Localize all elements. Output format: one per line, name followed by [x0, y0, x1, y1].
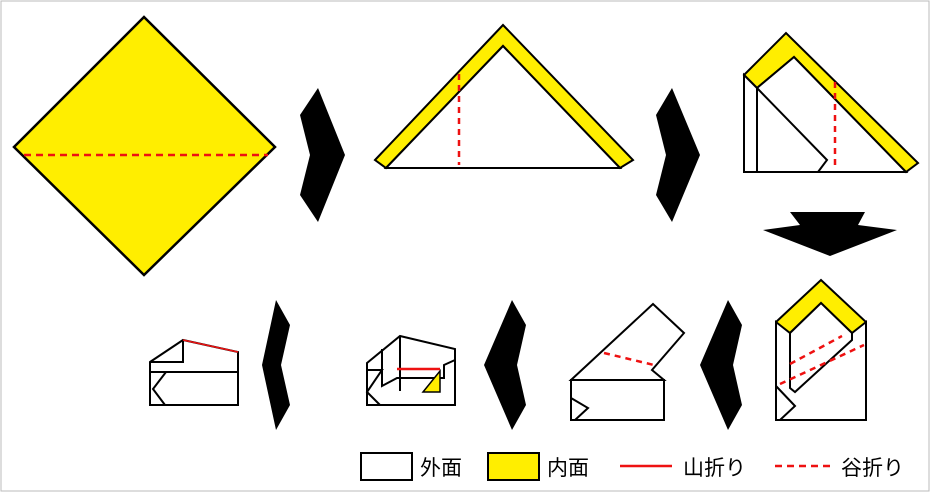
step-6-envelope-open [365, 334, 456, 406]
step-5-pocket-flap-up [568, 302, 686, 421]
legend-outer-face-swatch [360, 452, 413, 481]
step-7-envelope-closed [149, 338, 239, 406]
legend: 外面 内面 山折り 谷折り [360, 452, 904, 481]
right-arrow-icon [300, 88, 345, 222]
left-arrow-icon [700, 300, 742, 430]
legend-inner-face-label: 内面 [547, 456, 589, 480]
legend-outer-face-label: 外面 [420, 456, 462, 480]
step-2-triangle [373, 23, 635, 170]
left-arrow-icon [262, 300, 290, 430]
legend-mountain-fold-label: 山折り [683, 456, 746, 480]
step-3-folded-triangle [742, 31, 920, 174]
down-arrow-icon [763, 212, 897, 256]
legend-valley-fold-label: 谷折り [841, 456, 904, 480]
step-4-pocket [775, 278, 867, 421]
right-arrow-icon [656, 88, 700, 222]
legend-inner-face-swatch [487, 452, 540, 481]
step-1-diamond [12, 15, 277, 277]
left-arrow-icon [484, 300, 526, 430]
